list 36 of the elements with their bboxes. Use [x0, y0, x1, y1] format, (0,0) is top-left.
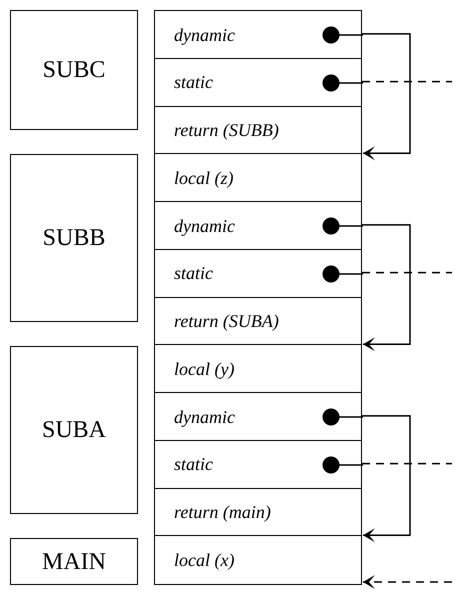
arrow — [362, 224, 411, 352]
dashed-arrow — [363, 575, 452, 589]
cell-label: local (z) — [174, 168, 234, 187]
cell-label: return (SUBB) — [174, 121, 279, 140]
cell-label: dynamic — [174, 26, 235, 44]
subprogram-box — [10, 10, 138, 130]
cell-label: static — [174, 264, 213, 282]
cell-label: local (y) — [174, 360, 234, 378]
stack-frame-cell — [154, 296, 362, 346]
cell-label: static — [174, 455, 213, 474]
stack-frame-cell — [154, 488, 362, 537]
subprogram-name: SUBC — [42, 58, 106, 82]
subprogram-name: SUBA — [42, 418, 106, 442]
subprogram-box — [10, 154, 138, 322]
cell-label: local (x) — [174, 550, 234, 569]
arrow — [362, 33, 411, 160]
subprogram-name: SUBB — [42, 226, 106, 250]
stack-frame-cell — [154, 10, 362, 60]
cell-label: dynamic — [174, 216, 235, 235]
arrow — [362, 415, 411, 542]
subprogram-box — [10, 538, 138, 585]
stack-frame-cell — [154, 201, 362, 250]
cell-label: return (SUBA) — [174, 312, 279, 330]
stack-frame-cell — [154, 106, 362, 155]
subprogram-name: MAIN — [42, 550, 106, 574]
stack-frame-cell — [154, 58, 362, 107]
cell-label: return (main) — [174, 503, 271, 522]
stack-frame-cell — [154, 344, 362, 394]
stack-frame-cell — [154, 440, 362, 489]
subprogram-box — [10, 346, 138, 514]
cell-label: dynamic — [174, 408, 235, 426]
stack-frame-cell — [154, 248, 362, 298]
stack-frame-cell — [154, 153, 362, 202]
cell-label: static — [174, 73, 213, 92]
stack-frame-cell — [154, 392, 362, 442]
stack-frame-cell — [154, 535, 362, 584]
